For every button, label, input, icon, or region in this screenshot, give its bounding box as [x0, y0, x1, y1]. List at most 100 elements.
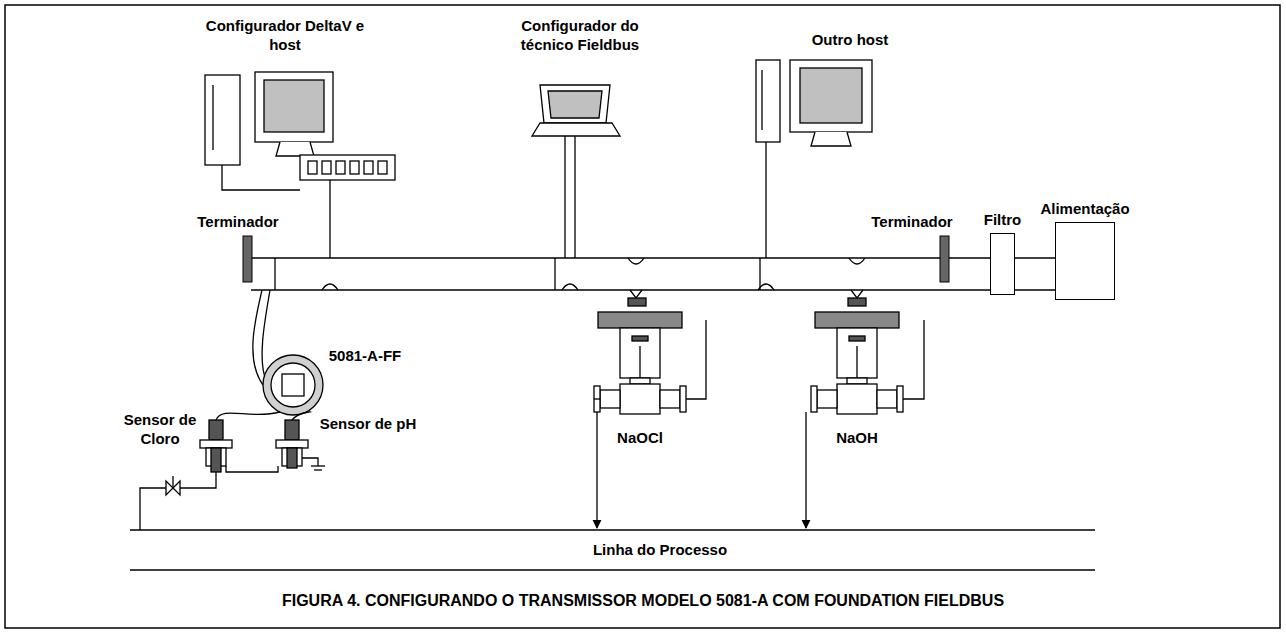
sample-piping [311, 465, 325, 466]
terminator-symbol [243, 236, 949, 282]
control-valve [596, 412, 597, 528]
chlorine-sensor [211, 448, 221, 472]
chlorine-sensor [209, 420, 223, 440]
host-computer [255, 72, 333, 142]
fieldbus-trunk [251, 289, 990, 290]
transmitter-5081 [216, 412, 280, 420]
control-valve [815, 312, 899, 328]
control-valve [877, 390, 897, 408]
fieldbus-trunk [274, 258, 275, 290]
control-valve [594, 398, 600, 399]
terminator-label: Terminador [871, 212, 952, 231]
host-computer [205, 72, 333, 258]
control-valve [630, 290, 642, 298]
bus-connector [1015, 257, 1055, 258]
ph-sensor [285, 420, 299, 440]
node-outline [990, 233, 1015, 295]
node-label: Alimentação [1036, 199, 1133, 218]
ph-sensor [287, 448, 297, 468]
process-line-label: Linha do Processo [589, 540, 731, 559]
control-valve [628, 298, 646, 306]
terminator-symbol [243, 236, 252, 282]
network-switch [364, 161, 373, 174]
control-valve [847, 378, 867, 384]
device-label: Configurador DeltaV e host [203, 16, 368, 54]
control-valve [594, 386, 600, 412]
control-valve [851, 290, 863, 298]
host-computer [222, 165, 300, 190]
control-valve [594, 290, 706, 528]
control-valve [630, 378, 650, 384]
host-computer [212, 85, 213, 150]
chlorine-sensor [200, 420, 232, 472]
control-valve [848, 298, 866, 306]
laptop-configurator [548, 91, 602, 118]
sample-piping [302, 458, 318, 466]
sample-piping [226, 466, 278, 472]
control-valve [897, 386, 903, 412]
transmitter-5081 [262, 290, 270, 378]
control-valve [620, 384, 660, 414]
transmitter-5081 [216, 290, 323, 420]
fieldbus-trunk [759, 258, 760, 290]
control-valve [620, 328, 660, 378]
control-valve [680, 386, 686, 412]
fieldbus-trunk [1015, 289, 1055, 290]
control-valve [837, 328, 877, 378]
host-computer [765, 142, 766, 258]
ph-sensor [276, 440, 308, 448]
control-valve [849, 336, 865, 341]
spur-crossing [849, 258, 865, 264]
control-valve [805, 412, 806, 528]
control-valve [817, 390, 837, 408]
process-line [130, 529, 1095, 530]
sensor-label: Sensor de Cloro [115, 410, 205, 448]
transmitter-5081 [282, 374, 304, 396]
control-valve [598, 312, 682, 328]
fieldbus-trunk [251, 258, 1055, 290]
transmitter-5081 [253, 290, 263, 385]
host-computer [205, 75, 240, 165]
sample-piping [180, 472, 216, 488]
host-computer [790, 60, 872, 132]
process-line [130, 530, 1095, 570]
control-valve [856, 346, 857, 378]
spur-crossing [758, 284, 774, 290]
valve-label: NaOH [836, 428, 878, 447]
host-computer [264, 80, 324, 132]
network-switch [300, 155, 395, 180]
control-valve [806, 290, 924, 528]
spur-crossing [322, 258, 865, 290]
node-outline [1055, 222, 1115, 300]
laptop-configurator [574, 136, 575, 258]
control-valve [903, 320, 924, 399]
terminator-label: Terminador [197, 212, 278, 231]
host-computer [800, 68, 862, 123]
laptop-configurator [540, 85, 610, 123]
ph-sensor [276, 420, 308, 468]
network-switch [336, 161, 345, 174]
sample-piping [314, 469, 322, 470]
laptop-configurator [532, 85, 620, 258]
host-computer [761, 70, 762, 130]
network-switch [322, 161, 331, 174]
device-label: Outro host [812, 30, 889, 49]
network-switch [378, 161, 387, 174]
process-line [130, 569, 1095, 570]
control-valve [639, 346, 640, 378]
laptop-configurator [564, 136, 565, 258]
control-valve [811, 386, 817, 412]
laptop-configurator [532, 123, 620, 136]
spur-crossing [562, 284, 578, 290]
valve-label: NaOCl [617, 428, 663, 447]
sample-piping [140, 458, 325, 530]
transmitter-5081 [271, 363, 315, 407]
node-label: Filtro [980, 210, 1026, 229]
control-valve [837, 384, 877, 414]
transmitter-5081 [263, 355, 323, 415]
figure-frame [5, 5, 1280, 628]
sample-piping [140, 488, 166, 530]
network-switch [308, 161, 317, 174]
device-label: Configurador do técnico Fieldbus [505, 16, 655, 54]
control-valve [660, 390, 680, 408]
